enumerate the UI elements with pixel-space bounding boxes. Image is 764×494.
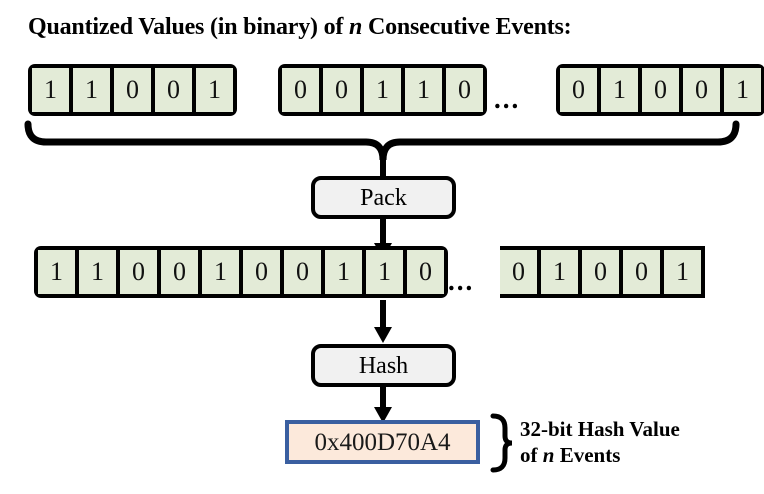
bit-cell: 0	[623, 250, 660, 294]
bit-cell: 1	[202, 250, 239, 294]
bit-cell: 0	[560, 68, 597, 112]
packed-row-ellipsis: ...	[448, 266, 475, 296]
bit-cell: 1	[405, 68, 442, 112]
pack-label: Pack	[360, 184, 407, 211]
bit-cell: 1	[541, 250, 578, 294]
bit-cell: 0	[323, 68, 360, 112]
bit-cell: 1	[73, 68, 110, 112]
result-label: 32-bit Hash Value of n Events	[520, 417, 680, 468]
bit-cell: 1	[325, 250, 362, 294]
arrow-packed-row-to-hash	[374, 300, 392, 343]
result-label-variable-n: n	[542, 442, 555, 467]
bit-cell: 1	[79, 250, 116, 294]
bit-cell: 0	[161, 250, 198, 294]
event-group-1: 1 1 0 0 1	[28, 64, 237, 116]
arrow-hash-to-value	[374, 386, 392, 423]
bit-cell: 0	[446, 68, 483, 112]
bit-cell: 0	[120, 250, 157, 294]
bit-cell: 1	[196, 68, 233, 112]
bit-cell: 1	[32, 68, 69, 112]
title-text-before-n: Quantized Values (in binary) of	[28, 14, 349, 40]
event-row-ellipsis: ...	[494, 84, 521, 114]
title-variable-n: n	[349, 14, 363, 40]
bit-cell: 1	[364, 68, 401, 112]
hash-label: Hash	[358, 352, 409, 379]
bit-cell: 0	[284, 250, 321, 294]
bit-cell: 1	[366, 250, 403, 294]
bit-cell: 0	[155, 68, 192, 112]
bit-cell: 1	[601, 68, 638, 112]
bit-cell: 0	[243, 250, 280, 294]
result-label-line2-before-n: of	[520, 442, 543, 467]
bit-cell: 0	[282, 68, 319, 112]
event-group-2: 0 0 1 1 0	[278, 64, 487, 116]
page-title: Quantized Values (in binary) of n Consec…	[28, 14, 572, 41]
result-label-line1: 32-bit Hash Value	[520, 417, 680, 441]
packed-bits-left: 1 1 0 0 1 0 0 1 1 0	[34, 246, 448, 298]
event-group-last: 0 1 0 0 1	[556, 64, 764, 116]
bit-cell: 0	[407, 250, 444, 294]
result-label-line2: of n Events	[520, 443, 680, 469]
hash-value-text: 0x400D70A4	[314, 428, 451, 456]
packed-bits-right: 0 1 0 0 1	[500, 246, 705, 298]
hash-value-box[interactable]: 0x400D70A4	[285, 420, 480, 464]
bit-cell: 1	[38, 250, 75, 294]
result-brace	[490, 413, 513, 473]
pack-box[interactable]: Pack	[311, 176, 456, 219]
bit-cell: 0	[642, 68, 679, 112]
bit-cell: 0	[582, 250, 619, 294]
bit-cell: 0	[114, 68, 151, 112]
bit-cell: 0	[500, 250, 537, 294]
bit-cell: 1	[664, 250, 701, 294]
hash-box[interactable]: Hash	[311, 344, 456, 387]
result-label-line2-after-n: Events	[554, 442, 621, 467]
bit-cell: 0	[683, 68, 720, 112]
bit-cell: 1	[724, 68, 761, 112]
title-text-after-n: Consecutive Events:	[362, 14, 572, 40]
